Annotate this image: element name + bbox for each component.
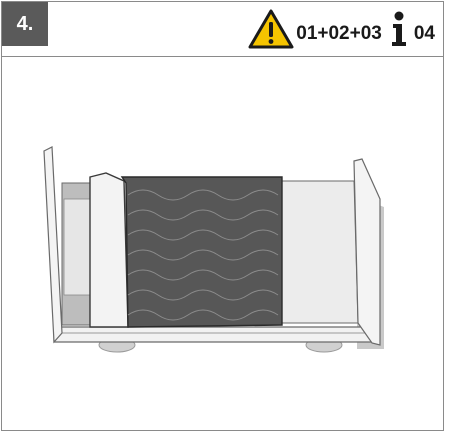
mattress — [120, 176, 283, 328]
right-footboard — [353, 158, 381, 346]
reference-bar: 01+02+03 04 — [248, 8, 435, 50]
mattress-quilt-pattern — [127, 189, 279, 321]
instruction-panel: 4. 01+02+03 04 — [1, 1, 444, 431]
warning-references: 01+02+03 — [296, 23, 382, 44]
bottom-rail — [53, 326, 373, 343]
mattress-fold — [89, 172, 129, 328]
left-headboard — [43, 146, 63, 344]
base-inner-left — [63, 198, 91, 296]
instruction-header: 4. 01+02+03 04 — [2, 2, 443, 57]
warning-triangle-icon — [248, 9, 294, 49]
bed-base-right — [271, 180, 359, 324]
step-number: 4. — [2, 2, 48, 46]
info-icon — [391, 11, 406, 46]
bed-frame-with-mattress-icon — [43, 146, 384, 353]
info-references: 04 — [413, 23, 435, 44]
